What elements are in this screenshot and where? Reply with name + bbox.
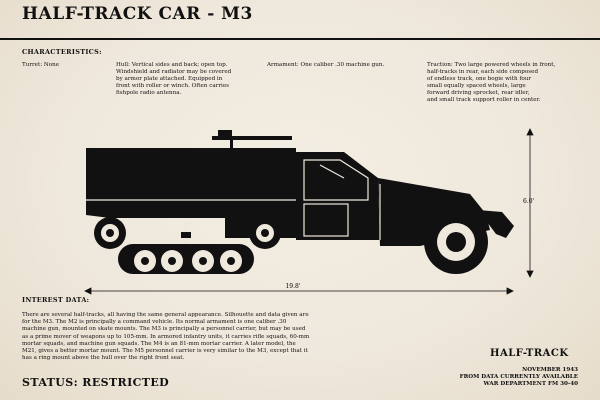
status-label: STATUS: RESTRICTED bbox=[22, 376, 170, 389]
height-dimension-label: 6.0' bbox=[523, 198, 535, 205]
length-dimension-label: 19.8' bbox=[285, 283, 300, 290]
spec-turret: Turret: None bbox=[22, 62, 60, 68]
characteristics-heading: CHARACTERISTICS: bbox=[22, 48, 102, 56]
vehicle-silhouette bbox=[86, 130, 514, 274]
hull-details bbox=[86, 159, 381, 240]
interest-heading: INTEREST DATA: bbox=[22, 296, 90, 304]
spec-traction: Traction: Two large powered wheels in fr… bbox=[427, 62, 556, 103]
track-wheels bbox=[94, 217, 281, 272]
vehicle-type-label: HALF-TRACK bbox=[490, 348, 569, 359]
front-wheel bbox=[424, 210, 488, 274]
spec-armament: Armament: One caliber .30 machine gun. bbox=[267, 62, 385, 68]
spec-hull: Hull: Vertical sides and back; open top.… bbox=[116, 62, 232, 96]
title-divider bbox=[0, 38, 600, 40]
page-title: HALF-TRACK CAR - M3 bbox=[22, 4, 253, 24]
source-note: NOVEMBER 1943 FROM DATA CURRENTLY AVAILA… bbox=[459, 367, 578, 387]
height-dimension bbox=[526, 128, 534, 278]
length-dimension bbox=[84, 287, 514, 295]
interest-body: There are several half-tracks, all havin… bbox=[22, 312, 310, 362]
